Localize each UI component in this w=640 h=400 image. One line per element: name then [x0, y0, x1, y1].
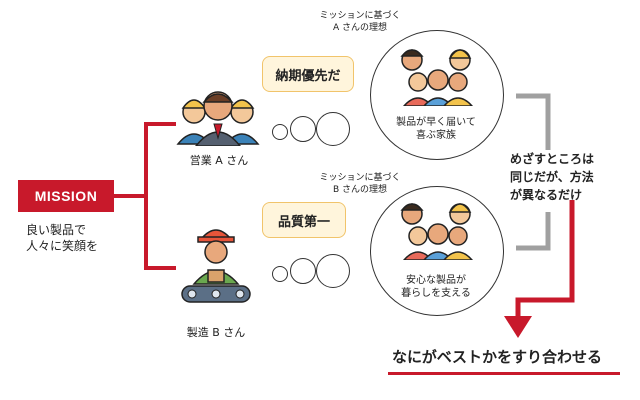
- sales-ideal-circle: [370, 30, 504, 160]
- ideal-line: 製品が早く届いて: [396, 117, 476, 128]
- red-arrow-line: [515, 200, 575, 316]
- ideal-line: 暮らしを支える: [401, 288, 471, 299]
- thought-dot: [272, 266, 288, 282]
- manufacturing-ideal-caption: ミッションに基づく B さんの理想: [300, 172, 420, 196]
- mission-badge: MISSION: [18, 180, 114, 212]
- red-arrow-head: [504, 316, 532, 338]
- final-underline: [388, 372, 620, 375]
- manufacturing-label: 製造 B さん: [186, 326, 246, 339]
- sales-priority-text: 納期優先だ: [275, 68, 341, 84]
- sales-team-icon: [176, 91, 260, 146]
- thought-dot: [316, 254, 350, 288]
- gray-bracket-bottom: [516, 212, 551, 251]
- mission-bracket: [114, 122, 176, 270]
- mission-desc-line1: 良い製品で: [26, 223, 87, 237]
- family-icon: [400, 203, 473, 260]
- ideal-line: 安心な製品が: [406, 275, 466, 286]
- sales-label: 営業 A さん: [189, 154, 249, 167]
- conclusion-line: 同じだが、方法: [510, 170, 594, 184]
- caption-line: A さんの理想: [332, 23, 388, 33]
- mission-desc-line2: 人々に笑顔を: [26, 239, 99, 253]
- conclusion-text: めざすところは 同じだが、方法 が異なるだけ: [510, 150, 632, 204]
- caption-line: ミッションに基づく: [319, 11, 401, 21]
- final-message: なにがベストかをすり合わせる: [392, 348, 603, 366]
- caption-line: B さんの理想: [332, 185, 388, 195]
- family-icon: [400, 49, 473, 106]
- thought-dot: [290, 258, 316, 284]
- manufacturing-priority-text: 品質第一: [277, 214, 330, 230]
- conclusion-line: めざすところは: [510, 152, 595, 166]
- manufacturing-ideal-circle: [370, 186, 504, 316]
- manufacturing-priority-bubble: 品質第一: [262, 202, 346, 238]
- sales-priority-bubble: 納期優先だ: [262, 56, 354, 92]
- manufacturing-ideal-text: 安心な製品が 暮らしを支える: [381, 274, 491, 300]
- thought-dot: [290, 116, 316, 142]
- conclusion-line: が異なるだけ: [510, 188, 583, 202]
- thought-dot: [272, 124, 288, 140]
- sales-ideal-text: 製品が早く届いて 喜ぶ家族: [381, 116, 491, 142]
- ideal-line: 喜ぶ家族: [416, 130, 456, 141]
- gray-bracket-top: [516, 93, 551, 150]
- mission-description: 良い製品で 人々に笑顔を: [26, 222, 136, 254]
- sales-ideal-caption: ミッションに基づく A さんの理想: [300, 10, 420, 34]
- thought-dot: [316, 112, 350, 146]
- caption-line: ミッションに基づく: [319, 173, 401, 183]
- factory-worker-icon: [181, 229, 251, 303]
